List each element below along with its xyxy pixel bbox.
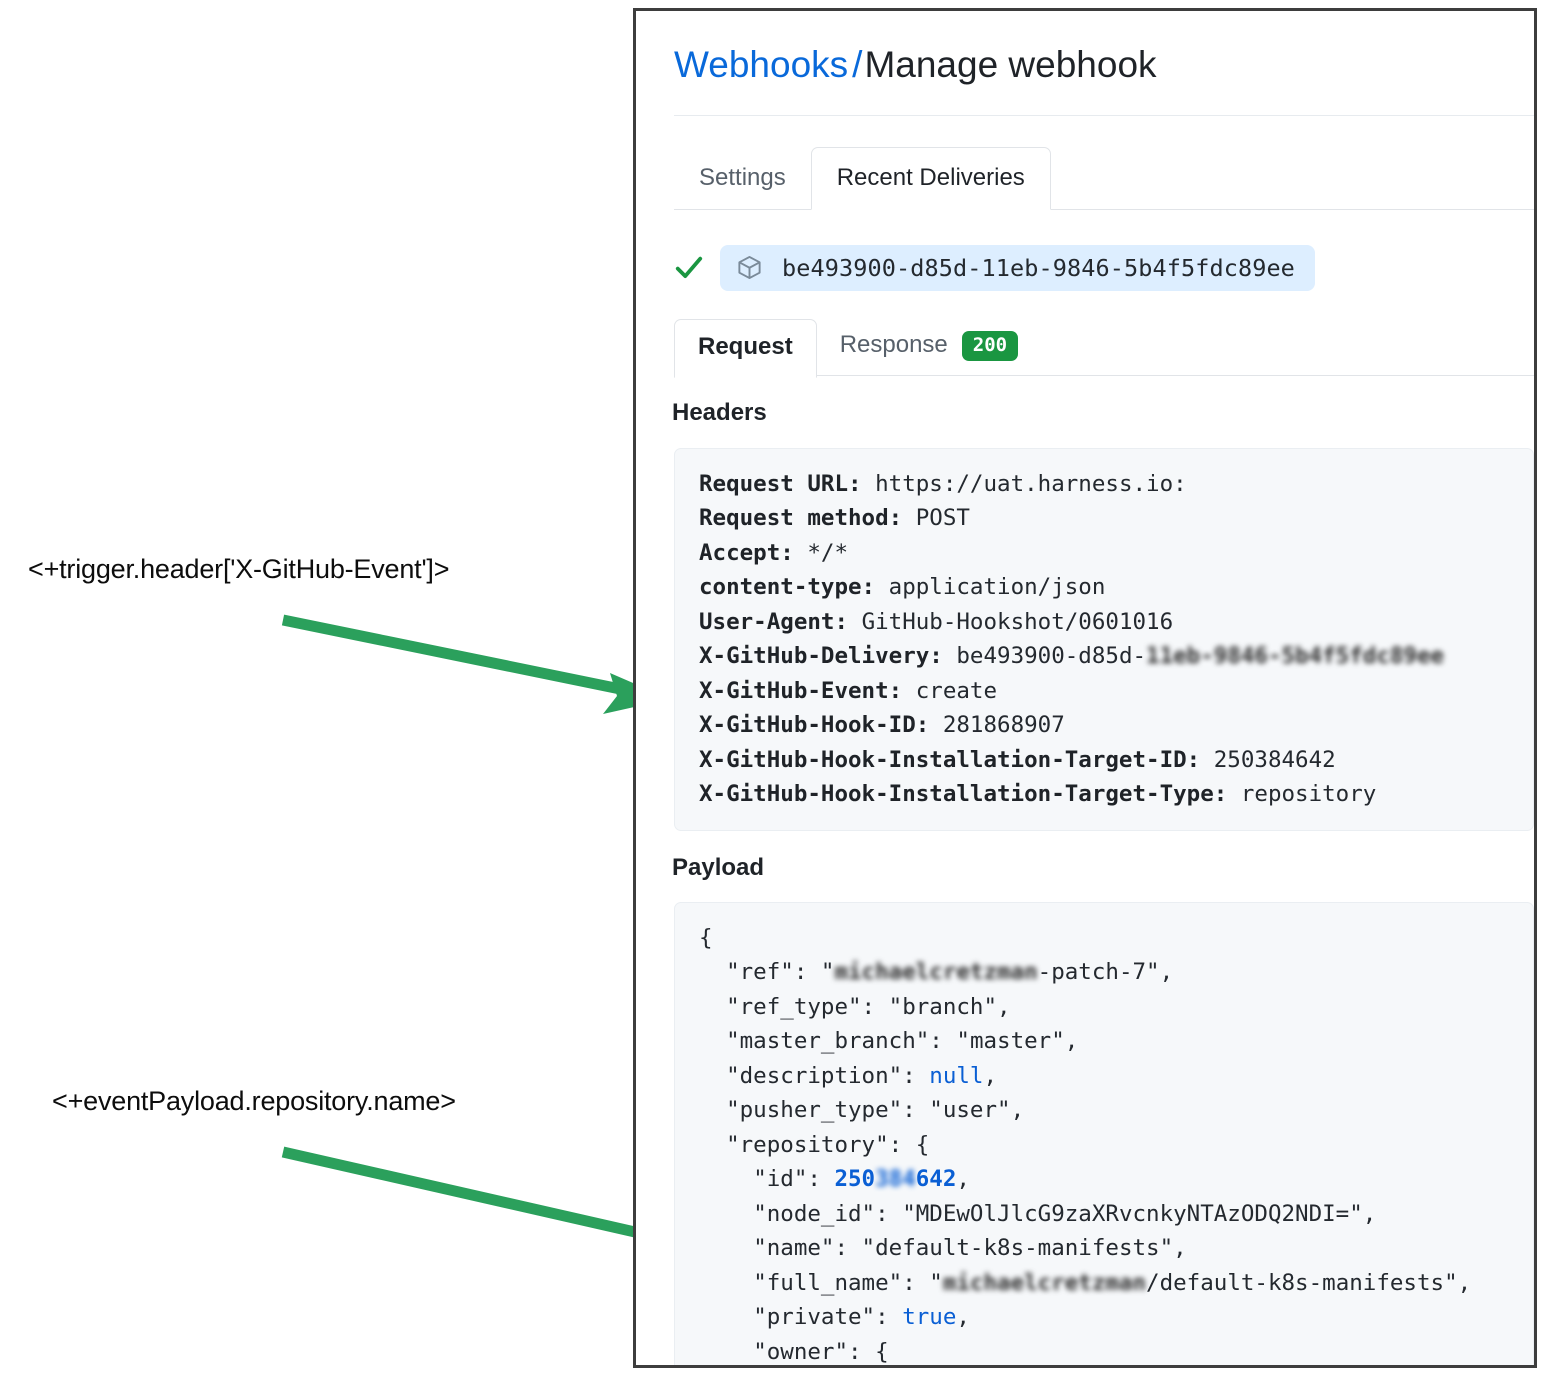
breadcrumb: Webhooks/Manage webhook xyxy=(674,11,1534,86)
payload-line: "node_id": "MDEwOlJlcG9zaXRvcnkyNTAzODQ2… xyxy=(753,1200,1377,1227)
header-row: content-type: application/json xyxy=(699,570,1533,605)
arrow-to-github-event-header xyxy=(281,614,670,714)
headers-code-block: Request URL: https://uat.harness.io: Req… xyxy=(674,447,1534,831)
tabs-underline xyxy=(674,208,1534,210)
payload-line: "owner": { xyxy=(753,1338,889,1365)
payload-node-id: MDEwOlJlcG9zaXRvcnkyNTAzODQ2NDI= xyxy=(915,1200,1350,1227)
inner-tabs-underline xyxy=(674,374,1534,376)
header-key: Accept: xyxy=(699,539,794,566)
payload-line: "private": true, xyxy=(753,1304,970,1331)
header-key: Request method: xyxy=(699,505,903,532)
header-row: Accept: */* xyxy=(699,536,1533,571)
header-row: User-Agent: GitHub-Hookshot/0601016 xyxy=(699,605,1533,640)
payload-private: true xyxy=(902,1304,957,1331)
request-response-tabs: Request Response 200 xyxy=(674,317,1534,378)
header-value: POST xyxy=(915,505,970,532)
payload-section-label: Payload xyxy=(672,853,765,881)
tab-response[interactable]: Response 200 xyxy=(817,317,1041,377)
annotation-trigger-header: <+trigger.header['X-GitHub-Event']> xyxy=(28,554,450,584)
payload-line: "full_name": "michaelcretzman/default-k8… xyxy=(699,1266,1533,1301)
payload-description: null xyxy=(929,1062,984,1089)
header-row: X-GitHub-Event: create xyxy=(699,674,1533,709)
delivery-pill[interactable]: be493900-d85d-11eb-9846-5b4f5fdc89ee xyxy=(720,244,1315,291)
cube-icon xyxy=(736,254,763,281)
header-key: X-GitHub-Hook-Installation-Target-ID: xyxy=(699,746,1201,773)
header-row: X-GitHub-Hook-Installation-Target-ID: 25… xyxy=(699,743,1533,778)
payload-id-suffix: 642 xyxy=(915,1166,957,1193)
redacted-owner-name: michaelcretzman xyxy=(942,1269,1147,1296)
payload-pusher-type: user xyxy=(942,1097,998,1124)
payload-line: "repository": { xyxy=(726,1131,930,1158)
header-key: User-Agent: xyxy=(699,608,849,635)
header-row: Request URL: https://uat.harness.io: xyxy=(699,467,1533,502)
breadcrumb-separator: / xyxy=(852,44,863,85)
payload-line: "ref": "michaelcretzman-patch-7", xyxy=(699,955,1533,990)
payload-line: "id": 250384642, xyxy=(699,1162,1533,1197)
payload-ref-suffix: -patch-7 xyxy=(1037,959,1147,986)
page-title: Manage webhook xyxy=(864,44,1157,85)
header-row: Request method: POST xyxy=(699,501,1533,536)
delivery-row[interactable]: be493900-d85d-11eb-9846-5b4f5fdc89ee xyxy=(674,244,1534,291)
header-value: GitHub-Hookshot/0601016 xyxy=(861,608,1174,635)
breadcrumb-link-webhooks[interactable]: Webhooks xyxy=(674,44,849,85)
header-key: content-type: xyxy=(699,574,876,601)
payload-line: "master_branch": "master", xyxy=(726,1028,1079,1055)
header-row: X-GitHub-Hook-Installation-Target-Type: … xyxy=(699,777,1533,812)
header-value: */* xyxy=(807,539,849,566)
tab-response-label: Response xyxy=(839,331,948,359)
payload-id-prefix: 250 xyxy=(834,1166,876,1193)
header-key: Request URL: xyxy=(699,470,862,497)
header-value: be493900-d85d- xyxy=(956,643,1147,670)
header-value: repository xyxy=(1240,781,1377,808)
payload-full-name-suffix: /default-k8s-manifests xyxy=(1146,1269,1445,1296)
payload-ref-type: branch xyxy=(902,993,984,1020)
payload-master-branch: master xyxy=(969,1028,1052,1055)
header-key: X-GitHub-Event: xyxy=(699,677,903,704)
payload-code-block: { "ref": "michaelcretzman-patch-7", "ref… xyxy=(674,901,1534,1365)
payload-repo-name: default-k8s-manifests xyxy=(875,1235,1160,1262)
redacted-delivery-id: 11eb-9846-5b4f5fdc89ee xyxy=(1146,643,1445,670)
header-key: X-GitHub-Delivery: xyxy=(699,643,943,670)
header-value: application/json xyxy=(888,574,1106,601)
check-icon xyxy=(674,253,704,283)
webhook-panel: Webhooks/Manage webhook Settings Recent D… xyxy=(633,8,1537,1368)
payload-line: "name": "default-k8s-manifests", xyxy=(753,1235,1187,1262)
header-value: create xyxy=(915,677,998,704)
header-key: X-GitHub-Hook-ID: xyxy=(699,712,930,739)
header-value: 250384642 xyxy=(1213,746,1336,773)
webhook-tabs: Settings Recent Deliveries xyxy=(674,146,1534,211)
headers-section-label: Headers xyxy=(672,398,767,426)
header-row: X-GitHub-Delivery: be493900-d85d-11eb-98… xyxy=(699,639,1533,674)
redacted-repo-id: 384 xyxy=(875,1166,916,1193)
payload-line: { xyxy=(699,924,713,951)
payload-line: "pusher_type": "user", xyxy=(726,1097,1025,1124)
tab-settings[interactable]: Settings xyxy=(699,163,786,191)
tab-recent-deliveries[interactable]: Recent Deliveries xyxy=(810,146,1051,211)
redacted-username: michaelcretzman xyxy=(834,959,1038,986)
payload-line: "ref_type": "branch", xyxy=(726,993,1011,1020)
tab-request[interactable]: Request xyxy=(674,319,817,378)
header-divider xyxy=(674,114,1534,116)
header-row: X-GitHub-Hook-ID: 281868907 xyxy=(699,708,1533,743)
header-value: 281868907 xyxy=(942,712,1065,739)
status-badge: 200 xyxy=(961,330,1019,361)
annotation-event-payload: <+eventPayload.repository.name> xyxy=(52,1086,456,1116)
payload-line: "description": null, xyxy=(726,1062,998,1089)
header-value: https://uat.harness.io: xyxy=(875,470,1187,497)
header-key: X-GitHub-Hook-Installation-Target-Type: xyxy=(699,781,1228,808)
delivery-guid: be493900-d85d-11eb-9846-5b4f5fdc89ee xyxy=(782,253,1295,282)
